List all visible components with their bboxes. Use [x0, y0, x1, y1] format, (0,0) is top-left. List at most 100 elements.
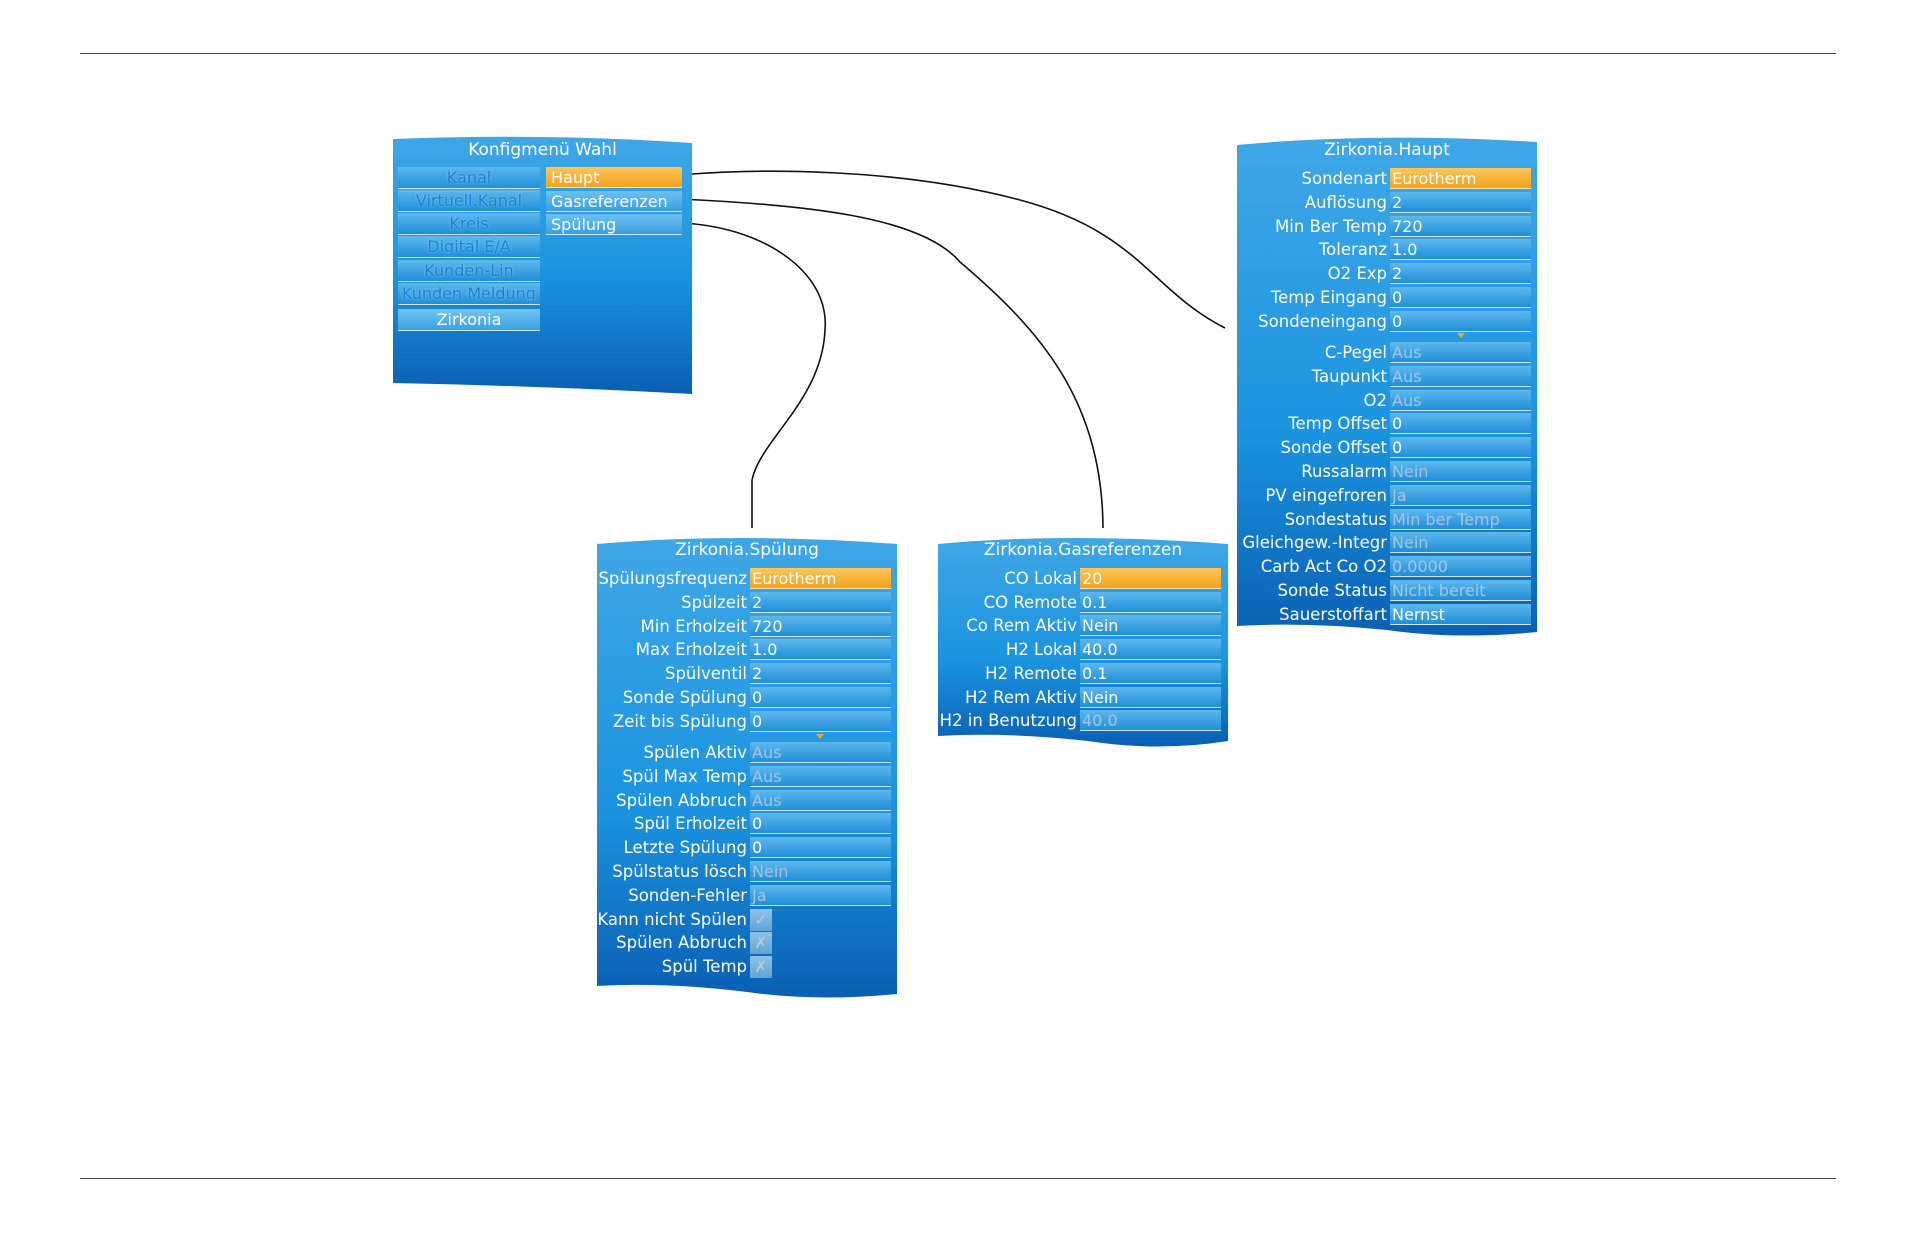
- param-value: 0.0000: [1390, 556, 1531, 578]
- menu-item-kunden-lin[interactable]: Kunden-Lin: [398, 260, 540, 282]
- scroll-more-icon[interactable]: [1457, 333, 1465, 338]
- param-label: CO Remote: [983, 592, 1077, 612]
- param-value[interactable]: 1.0: [1390, 239, 1531, 261]
- param-label: H2 Rem Aktiv: [964, 687, 1077, 707]
- menu-item-digital-e-a[interactable]: Digital E/A: [398, 236, 540, 258]
- menu-item-kanal[interactable]: Kanal: [398, 167, 540, 189]
- param-value[interactable]: Nein: [1080, 615, 1221, 637]
- param-value[interactable]: 0: [750, 687, 891, 708]
- param-value[interactable]: 0: [1390, 437, 1531, 459]
- param-value: Aus: [750, 765, 891, 787]
- param-label: Sonde Offset: [1280, 438, 1387, 458]
- param-label: Zeit bis Spülung: [612, 711, 747, 731]
- param-label: Min Ber Temp: [1275, 216, 1387, 236]
- param-label: Sondestatus: [1284, 509, 1387, 529]
- param-value[interactable]: 0.1: [1080, 591, 1221, 613]
- param-value[interactable]: 2: [1390, 263, 1531, 285]
- param-value[interactable]: 1.0: [750, 639, 891, 661]
- param-value[interactable]: 2: [750, 591, 891, 613]
- scroll-more-icon[interactable]: [816, 734, 824, 739]
- param-label: Max Erholzeit: [635, 640, 747, 660]
- status-label-spuel-temp: Spül Temp: [661, 956, 747, 976]
- param-value[interactable]: Eurotherm: [750, 568, 891, 589]
- param-value[interactable]: 2: [1390, 191, 1531, 213]
- param-value[interactable]: Eurotherm: [1390, 168, 1531, 189]
- param-value[interactable]: Nein: [1080, 686, 1221, 708]
- top-rule: [80, 53, 1836, 54]
- param-value[interactable]: 20: [1080, 568, 1221, 589]
- param-value[interactable]: 0: [750, 710, 891, 732]
- menu-item-zirkonia[interactable]: Zirkonia: [398, 309, 540, 331]
- param-value[interactable]: 0.1: [1080, 662, 1221, 684]
- param-label: Temp Offset: [1288, 414, 1387, 434]
- menu-item-kunden-meldung[interactable]: Kunden Meldung: [398, 283, 540, 305]
- param-label: Carb Act Co O2: [1260, 557, 1387, 577]
- submenu-item-spuelung[interactable]: Spülung: [546, 214, 682, 235]
- submenu-item-gasreferenzen[interactable]: Gasreferenzen: [546, 190, 682, 212]
- param-value[interactable]: 0: [750, 813, 891, 835]
- menu-item-kreis[interactable]: Kreis: [398, 213, 540, 235]
- param-value[interactable]: 0: [1390, 413, 1531, 435]
- panel-title: Zirkonia.Gasreferenzen: [983, 540, 1183, 560]
- panel-title: Zirkonia.Spülung: [675, 540, 819, 560]
- param-value[interactable]: Nernst: [1390, 603, 1531, 625]
- status-label-kann-nicht-spuelen: Kann nicht Spülen: [597, 909, 747, 929]
- param-value[interactable]: 0: [1390, 287, 1531, 308]
- menu-item-virtuell-kanal[interactable]: Virtuell.Kanal: [398, 190, 540, 212]
- param-label: Sonde Status: [1277, 581, 1387, 600]
- param-value[interactable]: 0: [1390, 310, 1531, 332]
- param-label: H2 Lokal: [1005, 640, 1077, 660]
- param-label: Sonden-Fehler: [628, 885, 747, 905]
- param-value[interactable]: 720: [1390, 215, 1531, 237]
- param-value[interactable]: 0: [750, 837, 891, 859]
- param-value: Min ber Temp: [1390, 508, 1531, 530]
- param-value[interactable]: 2: [750, 663, 891, 685]
- param-value[interactable]: 720: [750, 615, 891, 637]
- submenu-item-haupt[interactable]: Haupt: [546, 167, 682, 188]
- param-value[interactable]: 40.0: [1080, 639, 1221, 661]
